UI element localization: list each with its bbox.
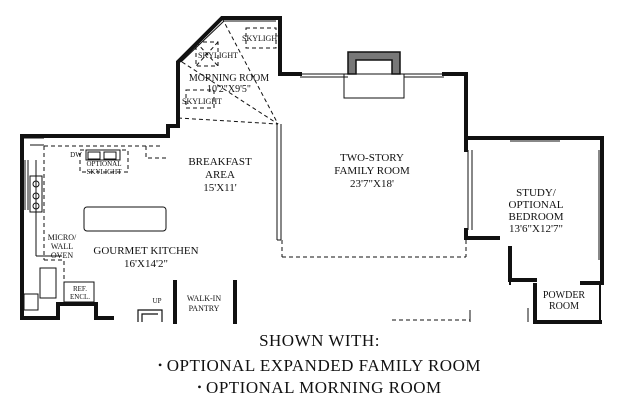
up-label: UP bbox=[153, 297, 162, 305]
study-name-3: BEDROOM bbox=[508, 211, 563, 223]
powder-room-name-1: POWDER bbox=[543, 290, 586, 301]
caption-heading: SHOWN WITH: bbox=[259, 331, 380, 350]
breakfast-name-2: AREA bbox=[205, 169, 235, 181]
study-name-1: STUDY/ bbox=[516, 187, 557, 199]
morning-room-dim: 10'2"X9'5" bbox=[207, 84, 251, 95]
study-name-2: OPTIONAL bbox=[509, 199, 564, 211]
room-labels: SKYLIGHT SKYLIGHT MORNING ROOM 10'2"X9'5… bbox=[48, 34, 586, 313]
family-room-dim: 23'7"X18' bbox=[350, 178, 394, 190]
micro-label-3: OVEN bbox=[51, 251, 73, 260]
dashed-lines bbox=[43, 17, 470, 321]
caption-line-expanded-family-room: •OPTIONAL EXPANDED FAMILY ROOM bbox=[0, 356, 639, 376]
fireplace bbox=[343, 51, 405, 99]
thin-walls bbox=[24, 73, 603, 322]
micro-label-2: WALL bbox=[51, 242, 73, 251]
family-room-name-2: FAMILY ROOM bbox=[334, 165, 410, 177]
optional-skylight-label-2: SKYLIGHT bbox=[87, 168, 123, 176]
caption-line-morning-room: •OPTIONAL MORNING ROOM bbox=[0, 378, 639, 398]
skylight-label-left: SKYLIGHT bbox=[198, 51, 238, 60]
kitchen-island bbox=[83, 206, 167, 232]
study-dim: 13'6"X12'7" bbox=[509, 223, 563, 235]
micro-label-1: MICRO/ bbox=[48, 233, 77, 242]
ref-label-1: REF. bbox=[73, 285, 87, 293]
bullet-icon: • bbox=[197, 380, 203, 394]
bullet-icon: • bbox=[158, 358, 163, 372]
stair bbox=[137, 309, 163, 322]
kitchen-dim: 16'X14'2" bbox=[124, 258, 168, 270]
skylight-label-top: SKYLIGHT bbox=[242, 34, 282, 43]
floor-plan: SKYLIGHT SKYLIGHT MORNING ROOM 10'2"X9'5… bbox=[20, 16, 604, 324]
breakfast-dim: 15'X11' bbox=[203, 182, 237, 194]
family-room-name-1: TWO-STORY bbox=[340, 152, 404, 164]
skylight-label-bottom: SKYLIGHT bbox=[182, 97, 222, 106]
breakfast-name-1: BREAKFAST bbox=[188, 156, 252, 168]
optional-skylight-label-1: OPTIONAL bbox=[87, 160, 122, 168]
kitchen-counters bbox=[23, 137, 121, 311]
caption-text-morning-room: OPTIONAL MORNING ROOM bbox=[206, 378, 442, 397]
ref-label-2: ENCL. bbox=[70, 293, 90, 301]
kitchen-name: GOURMET KITCHEN bbox=[93, 245, 198, 257]
caption-text-expanded-family-room: OPTIONAL EXPANDED FAMILY ROOM bbox=[166, 356, 481, 375]
morning-room-name: MORNING ROOM bbox=[189, 73, 269, 84]
bay-windows bbox=[180, 20, 276, 63]
dw-label: DW bbox=[70, 151, 82, 159]
powder-room-name-2: ROOM bbox=[549, 301, 579, 312]
walkin-label-1: WALK-IN bbox=[187, 294, 221, 303]
walkin-label-2: PANTRY bbox=[189, 304, 220, 313]
